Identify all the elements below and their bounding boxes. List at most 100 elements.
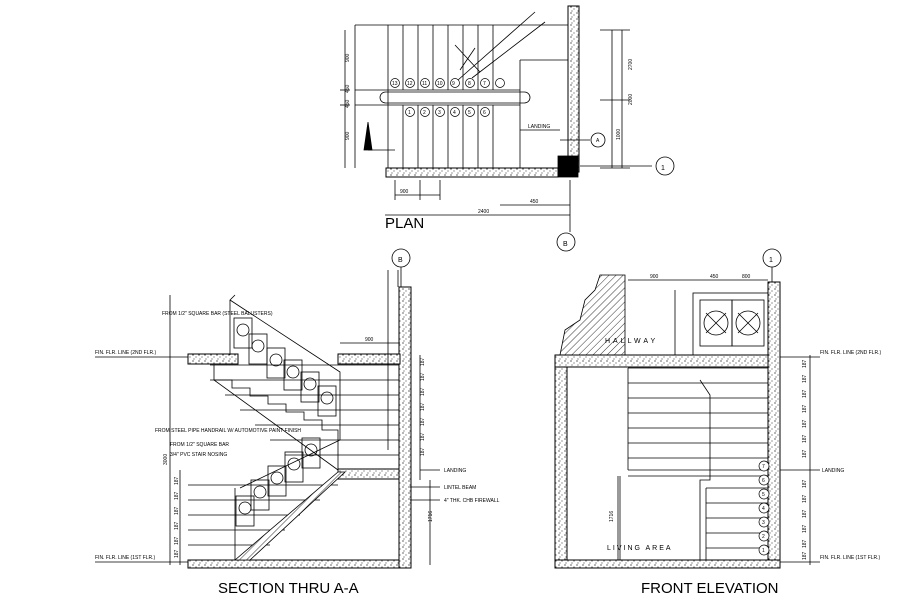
plan-grid-1-bubble bbox=[655, 156, 675, 176]
section-riser-10: 187 bbox=[174, 506, 180, 515]
plan-step-bot-5: 5 bbox=[468, 110, 471, 116]
elevation-riser-labels: 187 187 187 187 187 187 187 187 187 187 … bbox=[802, 359, 808, 560]
elevation-riser-6: 187 bbox=[802, 434, 808, 443]
plan-step-bot-2: 2 bbox=[423, 110, 426, 116]
plan-section-a-label: A bbox=[596, 138, 600, 144]
section-riser-9: 187 bbox=[174, 491, 180, 500]
section-note-square-bar-2: FROM 1/2" SQUARE BAR bbox=[170, 442, 229, 448]
section-fin-fl-bottom: FIN. FLR. LINE (1ST FLR.) bbox=[95, 555, 156, 561]
plan-step-bot-6: 6 bbox=[483, 110, 486, 116]
plan-grid-b-bubble bbox=[556, 232, 576, 252]
plan-dim-right-1: 2700 bbox=[628, 59, 634, 70]
plan-dim-left-1: 900 bbox=[345, 53, 351, 62]
plan-dim-right-2: 2000 bbox=[628, 94, 634, 105]
section-note-handrail: FROM STEEL PIPE HANDRAIL W/ AUTOMOTIVE P… bbox=[155, 428, 301, 434]
elevation-step-5: 5 bbox=[762, 492, 765, 498]
section-dim-bottom: 1716 bbox=[428, 511, 434, 522]
elevation-dim-top-2: 450 bbox=[710, 274, 719, 280]
elevation-step-7: 7 bbox=[762, 464, 765, 470]
section-grid-b-label: B bbox=[398, 257, 403, 264]
section-dim-side: 3000 bbox=[163, 454, 169, 465]
elevation-dim-bottom: 1716 bbox=[609, 511, 615, 522]
plan-section-a-bubble bbox=[590, 132, 606, 148]
elevation-step-3: 3 bbox=[762, 520, 765, 526]
plan-caption: PLAN bbox=[385, 215, 424, 232]
section-landing-label: LANDING bbox=[444, 468, 466, 474]
elevation-living: LIVING AREA bbox=[607, 545, 673, 552]
elevation-riser-9: 187 bbox=[802, 494, 808, 503]
elevation-landing: LANDING bbox=[822, 468, 844, 474]
section-riser-12: 187 bbox=[174, 536, 180, 545]
section-lower-slab bbox=[233, 471, 347, 561]
elevation-caption: FRONT ELEVATION bbox=[641, 580, 779, 597]
section-riser-5: 187 bbox=[420, 417, 426, 426]
elevation-step-2: 2 bbox=[762, 534, 765, 540]
plan-dim-left-4: 900 bbox=[345, 131, 351, 140]
section-riser-11: 187 bbox=[174, 521, 180, 530]
section-riser-labels: 187 187 187 187 187 187 187 187 187 187 … bbox=[174, 357, 426, 558]
section-riser-7: 187 bbox=[420, 447, 426, 456]
plan-column bbox=[557, 155, 579, 178]
plan-step-top-7: 7 bbox=[483, 81, 486, 87]
elevation-view bbox=[554, 248, 820, 569]
section-handrail bbox=[229, 294, 341, 489]
plan-dim-bottom-2: 450 bbox=[530, 199, 539, 205]
plan-dim-bottom-3: 2400 bbox=[478, 209, 489, 215]
plan-handrail bbox=[379, 91, 531, 104]
elevation-step-1: 1 bbox=[762, 548, 765, 554]
section-riser-2: 187 bbox=[420, 372, 426, 381]
elevation-dim-top-1: 900 bbox=[650, 274, 659, 280]
section-fin-fl-top: FIN. FLR. LINE (2ND FLR.) bbox=[95, 350, 156, 356]
plan-step-bot-3: 3 bbox=[438, 110, 441, 116]
elevation-riser-12: 187 bbox=[802, 539, 808, 548]
elevation-bottom-slab bbox=[554, 559, 781, 569]
plan-view bbox=[340, 5, 675, 252]
section-right-wall bbox=[398, 286, 412, 569]
plan-dim-left-2: 450 bbox=[345, 84, 351, 93]
elevation-riser-10: 187 bbox=[802, 509, 808, 518]
section-riser-4: 187 bbox=[420, 402, 426, 411]
elevation-step-4: 4 bbox=[762, 506, 765, 512]
elevation-rock bbox=[559, 274, 626, 356]
plan-grid-b-label: B bbox=[563, 241, 568, 248]
plan-step-top-2: 12 bbox=[407, 81, 413, 87]
section-note-pvc: 3/4" PVC STAIR NOSING bbox=[170, 452, 227, 458]
section-bottom-slab bbox=[187, 559, 400, 569]
elevation-grid-1-label: 1 bbox=[769, 257, 773, 264]
plan-step-bubbles-top bbox=[390, 78, 505, 88]
elevation-fin-fl-top: FIN. FLR. LINE (2ND FLR.) bbox=[820, 350, 881, 356]
elevation-riser-4: 187 bbox=[802, 404, 808, 413]
plan-dim-bottom-1: 900 bbox=[400, 189, 409, 195]
elevation-fin-fl-bottom: FIN. FLR. LINE (1ST FLR.) bbox=[820, 555, 881, 561]
plan-step-bubbles-bottom bbox=[405, 107, 490, 117]
elevation-handrail bbox=[699, 379, 711, 560]
section-riser-13: 187 bbox=[174, 549, 180, 558]
plan-treads bbox=[355, 25, 568, 168]
plan-bottom-wall bbox=[385, 167, 559, 178]
elevation-riser-5: 187 bbox=[802, 419, 808, 428]
elevation-dim-top-3: 800 bbox=[742, 274, 751, 280]
elevation-hallway: HALLWAY bbox=[605, 338, 658, 345]
plan-step-top-1: 13 bbox=[392, 81, 398, 87]
plan-grid-1-label: 1 bbox=[661, 165, 665, 172]
plan-dim-right-3: 1000 bbox=[616, 129, 622, 140]
section-view bbox=[95, 248, 440, 569]
elevation-riser-11: 187 bbox=[802, 524, 808, 533]
section-riser-3: 187 bbox=[420, 387, 426, 396]
plan-step-bot-1: 1 bbox=[408, 110, 411, 116]
section-riser-8: 187 bbox=[174, 476, 180, 485]
section-thk-label: 4" THK. CHB FIREWALL bbox=[444, 498, 500, 504]
section-balusters-upper bbox=[233, 317, 337, 417]
section-balusters-lower bbox=[235, 437, 321, 527]
elevation-step-bubbles bbox=[758, 460, 770, 556]
plan-step-top-6: 8 bbox=[468, 81, 471, 87]
elevation-riser-8: 187 bbox=[802, 479, 808, 488]
elevation-riser-3: 187 bbox=[802, 389, 808, 398]
section-riser-6: 187 bbox=[420, 432, 426, 441]
elevation-riser-7: 187 bbox=[802, 449, 808, 458]
plan-step-top-3: 11 bbox=[422, 81, 427, 87]
plan-step-top-4: 10 bbox=[437, 81, 443, 87]
section-caption: SECTION THRU A-A bbox=[218, 580, 359, 597]
plan-step-bot-4: 4 bbox=[453, 110, 456, 116]
